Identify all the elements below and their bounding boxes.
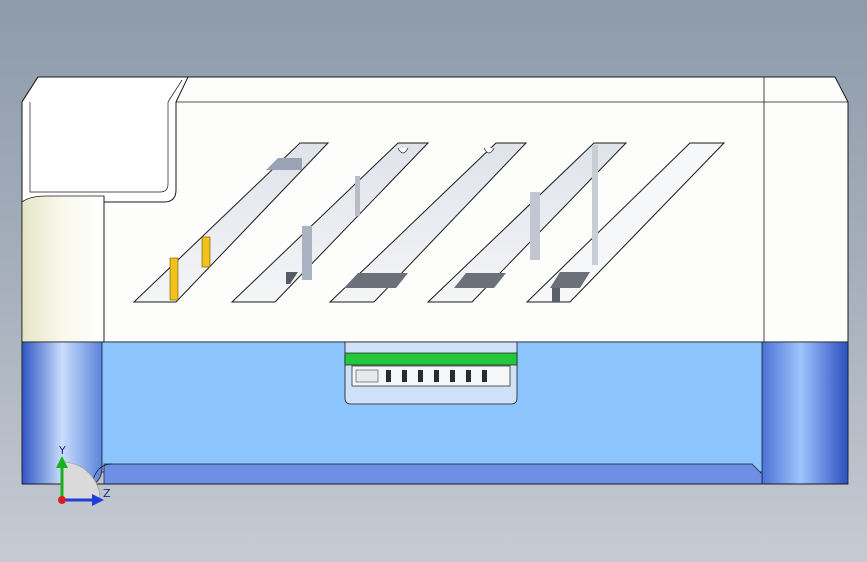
corner-boss-block xyxy=(21,76,189,203)
vent-slot-1 xyxy=(132,142,330,303)
base-bottom-channel xyxy=(103,463,763,485)
clip-notch-1 xyxy=(397,147,409,154)
coordinate-triad: Y Z xyxy=(56,444,111,506)
connector-pin xyxy=(466,370,471,382)
inner-rib-1 xyxy=(266,158,302,170)
connector-pins xyxy=(386,370,487,382)
connector-pin xyxy=(402,370,407,382)
base-right-pillar xyxy=(761,341,849,485)
connector-green-bar xyxy=(344,352,518,366)
yellow-pin-1 xyxy=(169,257,179,301)
inner-post-4 xyxy=(592,145,598,265)
vent-slot-2 xyxy=(230,142,430,303)
z-axis-head xyxy=(92,494,104,506)
connector-pin xyxy=(418,370,423,382)
vent-slots xyxy=(132,142,726,303)
vent-slot-5 xyxy=(525,142,726,303)
inner-post-3 xyxy=(530,192,540,260)
triad-quadrant xyxy=(61,461,101,501)
inner-floor-3 xyxy=(454,273,506,288)
inner-post-1 xyxy=(302,226,312,280)
corner-boss-inner-edge xyxy=(29,102,169,193)
inner-post-2 xyxy=(355,176,360,216)
triad-origin xyxy=(58,496,66,504)
inner-post-5 xyxy=(552,288,560,302)
y-axis-head xyxy=(56,456,68,468)
connector-pin xyxy=(434,370,439,382)
connector-port xyxy=(344,341,518,405)
inner-floor-4 xyxy=(550,272,590,288)
upper-housing xyxy=(21,76,849,343)
vent-slot-3 xyxy=(328,142,528,303)
connector-latch xyxy=(355,369,379,383)
yellow-pin-2 xyxy=(201,236,211,268)
boss-bevel xyxy=(167,79,183,103)
lower-base xyxy=(21,341,849,485)
clip-notch-2 xyxy=(483,147,495,154)
y-axis-label: Y xyxy=(58,444,66,457)
inner-floor-1 xyxy=(286,272,298,284)
connector-pin xyxy=(482,370,487,382)
z-axis-label: Z xyxy=(103,487,111,500)
vent-slot-4 xyxy=(426,142,628,303)
left-side-wall xyxy=(21,195,105,343)
inner-floor-2 xyxy=(344,273,408,288)
connector-pin xyxy=(450,370,455,382)
connector-pin xyxy=(386,370,391,382)
